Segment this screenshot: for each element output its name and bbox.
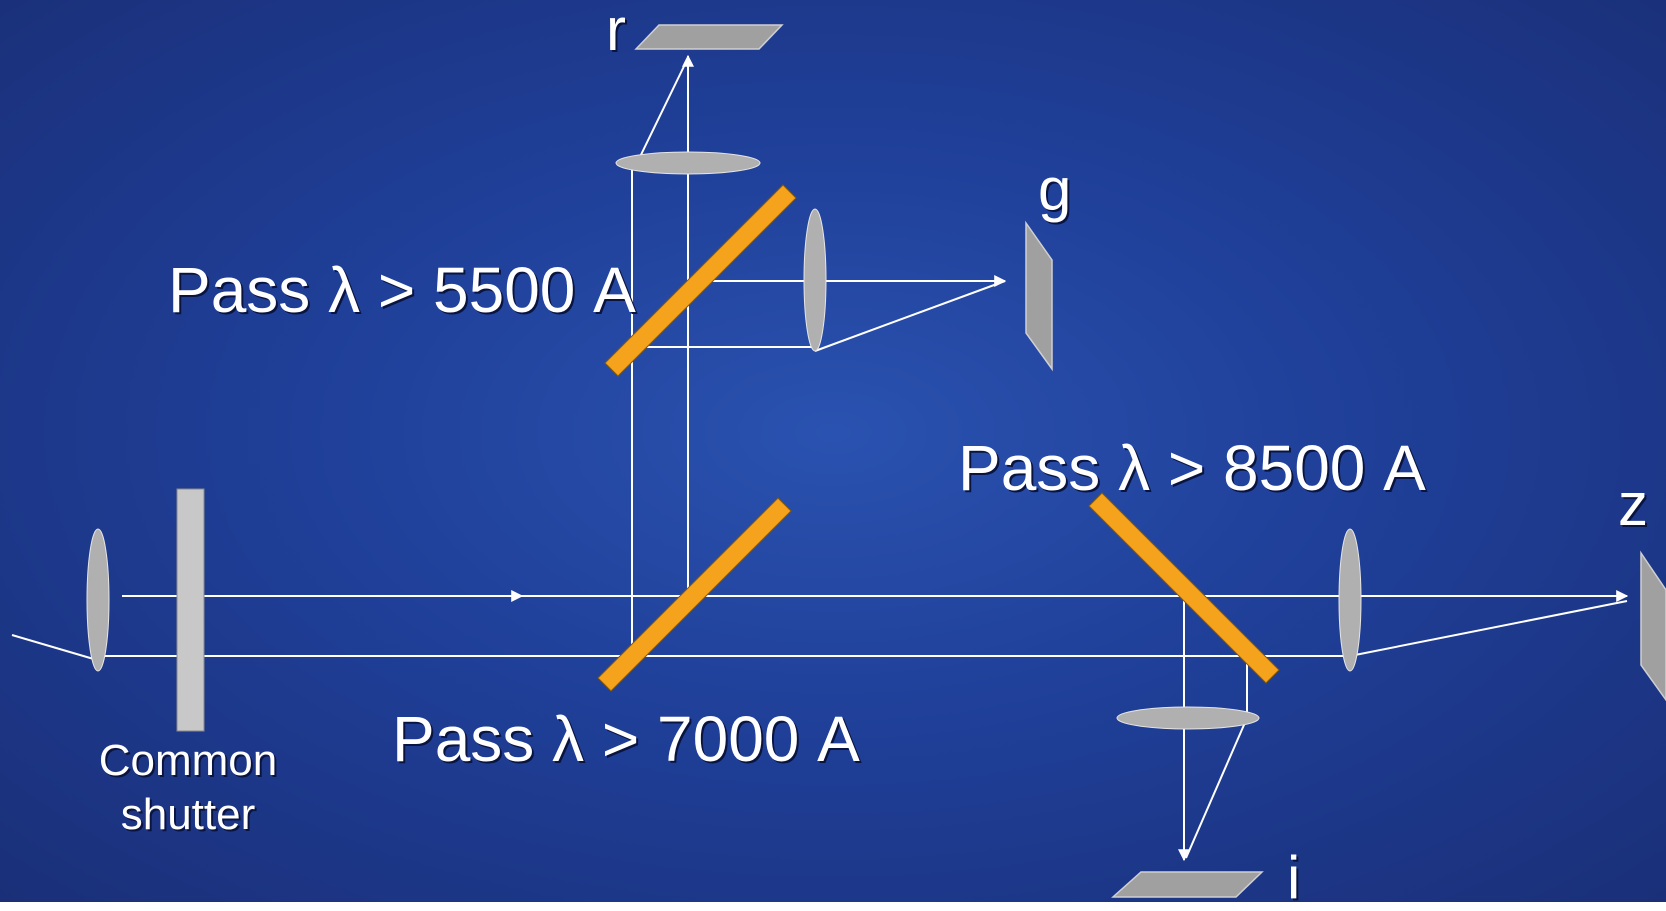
dichroic-filters [597, 184, 1280, 692]
lenses [86, 151, 1362, 730]
shutter-label: Common shutter [88, 734, 288, 841]
band-label-i: i [1287, 844, 1301, 911]
ray-incoming [11, 634, 98, 661]
band-label-g: g [1038, 156, 1072, 223]
dichroic-8500 [1088, 492, 1280, 684]
entrance-lens [86, 528, 110, 672]
detector-r [634, 24, 784, 50]
shutter-label-line1: Common [98, 736, 278, 785]
ray-i-converge [1185, 717, 1248, 859]
lens-i [1116, 706, 1260, 730]
detector-i [1111, 871, 1264, 898]
filter-label-7000: Pass λ > 7000 A [392, 703, 860, 775]
shutter-label-line2: shutter [120, 789, 256, 839]
lens-r [615, 151, 761, 175]
detectors [634, 24, 1666, 898]
band-label-z: z [1618, 471, 1648, 538]
ray-r-converge [636, 57, 689, 164]
common-shutter [176, 488, 205, 732]
detector-g [1025, 220, 1053, 372]
lens-g [803, 208, 827, 352]
dichroic-5500 [604, 184, 797, 377]
ray-g-converge [814, 280, 1006, 352]
filter-label-8500: Pass λ > 8500 A [958, 432, 1426, 504]
ray-z-converge [1349, 600, 1628, 657]
detector-z [1640, 550, 1666, 702]
dichroic-7000 [597, 497, 792, 692]
filter-label-5500: Pass λ > 5500 A [168, 254, 636, 326]
band-label-r: r [606, 0, 626, 63]
lens-z [1338, 528, 1362, 672]
